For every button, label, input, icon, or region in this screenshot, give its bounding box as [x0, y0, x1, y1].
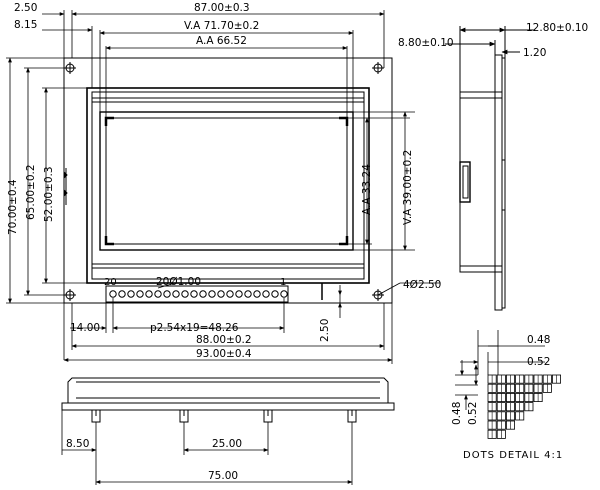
pin-header: [105, 285, 289, 303]
dim-dot-048-h: 0.48: [527, 334, 550, 346]
dim-top-2-50: 2.50: [14, 2, 37, 14]
dimension-labels: 2.50 8.15 87.00±0.3 V.A 71.70±0.2 A.A 66…: [7, 2, 588, 482]
bezel-outline: [86, 87, 370, 284]
dim-height-52: 52.00±0.3: [43, 166, 55, 222]
front-dimensions: [6, 10, 440, 364]
active-area: [105, 117, 348, 245]
dim-dot-048-v: 0.48: [451, 402, 463, 425]
dots-detail: [455, 330, 562, 439]
dim-width-87: 87.00±0.3: [194, 2, 250, 14]
dim-pin-count-dia: 20Ø1.00: [156, 276, 201, 288]
dim-left-14: 14.00: [70, 322, 100, 334]
dim-pitch: p2.54x19=48.26: [150, 322, 239, 334]
dots-detail-label: DOTS DETAIL 4:1: [463, 450, 563, 461]
dim-bottom-2-50: 2.50: [319, 319, 331, 342]
dim-bottom-75: 75.00: [208, 470, 238, 482]
dot-grid: [487, 374, 562, 439]
front-view: [63, 57, 393, 304]
dim-width-88: 88.00±0.2: [196, 334, 252, 346]
dim-va-39: V.A 39.00±0.2: [402, 150, 414, 225]
pin-1-label: 1: [280, 277, 286, 288]
viewing-area: [99, 111, 354, 251]
dim-holes: 4Ø2.50: [403, 279, 441, 291]
dim-width-93: 93.00±0.4: [196, 348, 252, 360]
dim-side-1-20: 1.20: [523, 47, 546, 59]
pin-row: [109, 290, 288, 298]
dim-side-12-80: 12.80±0.10: [526, 22, 588, 34]
dim-dot-052-v: 0.52: [467, 402, 479, 425]
dim-aa-66-52: A.A 66.52: [196, 35, 247, 47]
mounting-hole: [372, 62, 384, 74]
side-module-body: [459, 91, 503, 273]
dim-va-71-70: V.A 71.70±0.2: [184, 20, 259, 32]
bottom-pcb: [61, 402, 395, 411]
side-view: [445, 26, 535, 311]
bottom-dimensions: [61, 410, 353, 485]
dim-bottom-25: 25.00: [212, 438, 242, 450]
dim-dot-052-h: 0.52: [527, 356, 550, 368]
pin-20-label: 20: [104, 277, 117, 288]
dim-height-70: 70.00±0.4: [7, 179, 19, 235]
pcb-outline: [63, 57, 393, 304]
dim-side-8-80: 8.80±0.10: [398, 37, 454, 49]
bezel-inner: [91, 91, 365, 280]
dim-height-65: 65.00±0.2: [25, 164, 37, 220]
dim-bottom-8-50: 8.50: [66, 438, 89, 450]
bottom-view: [61, 377, 395, 423]
dim-top-8-15: 8.15: [14, 19, 37, 31]
dim-aa-33-24: A.A 33.24: [361, 164, 373, 215]
